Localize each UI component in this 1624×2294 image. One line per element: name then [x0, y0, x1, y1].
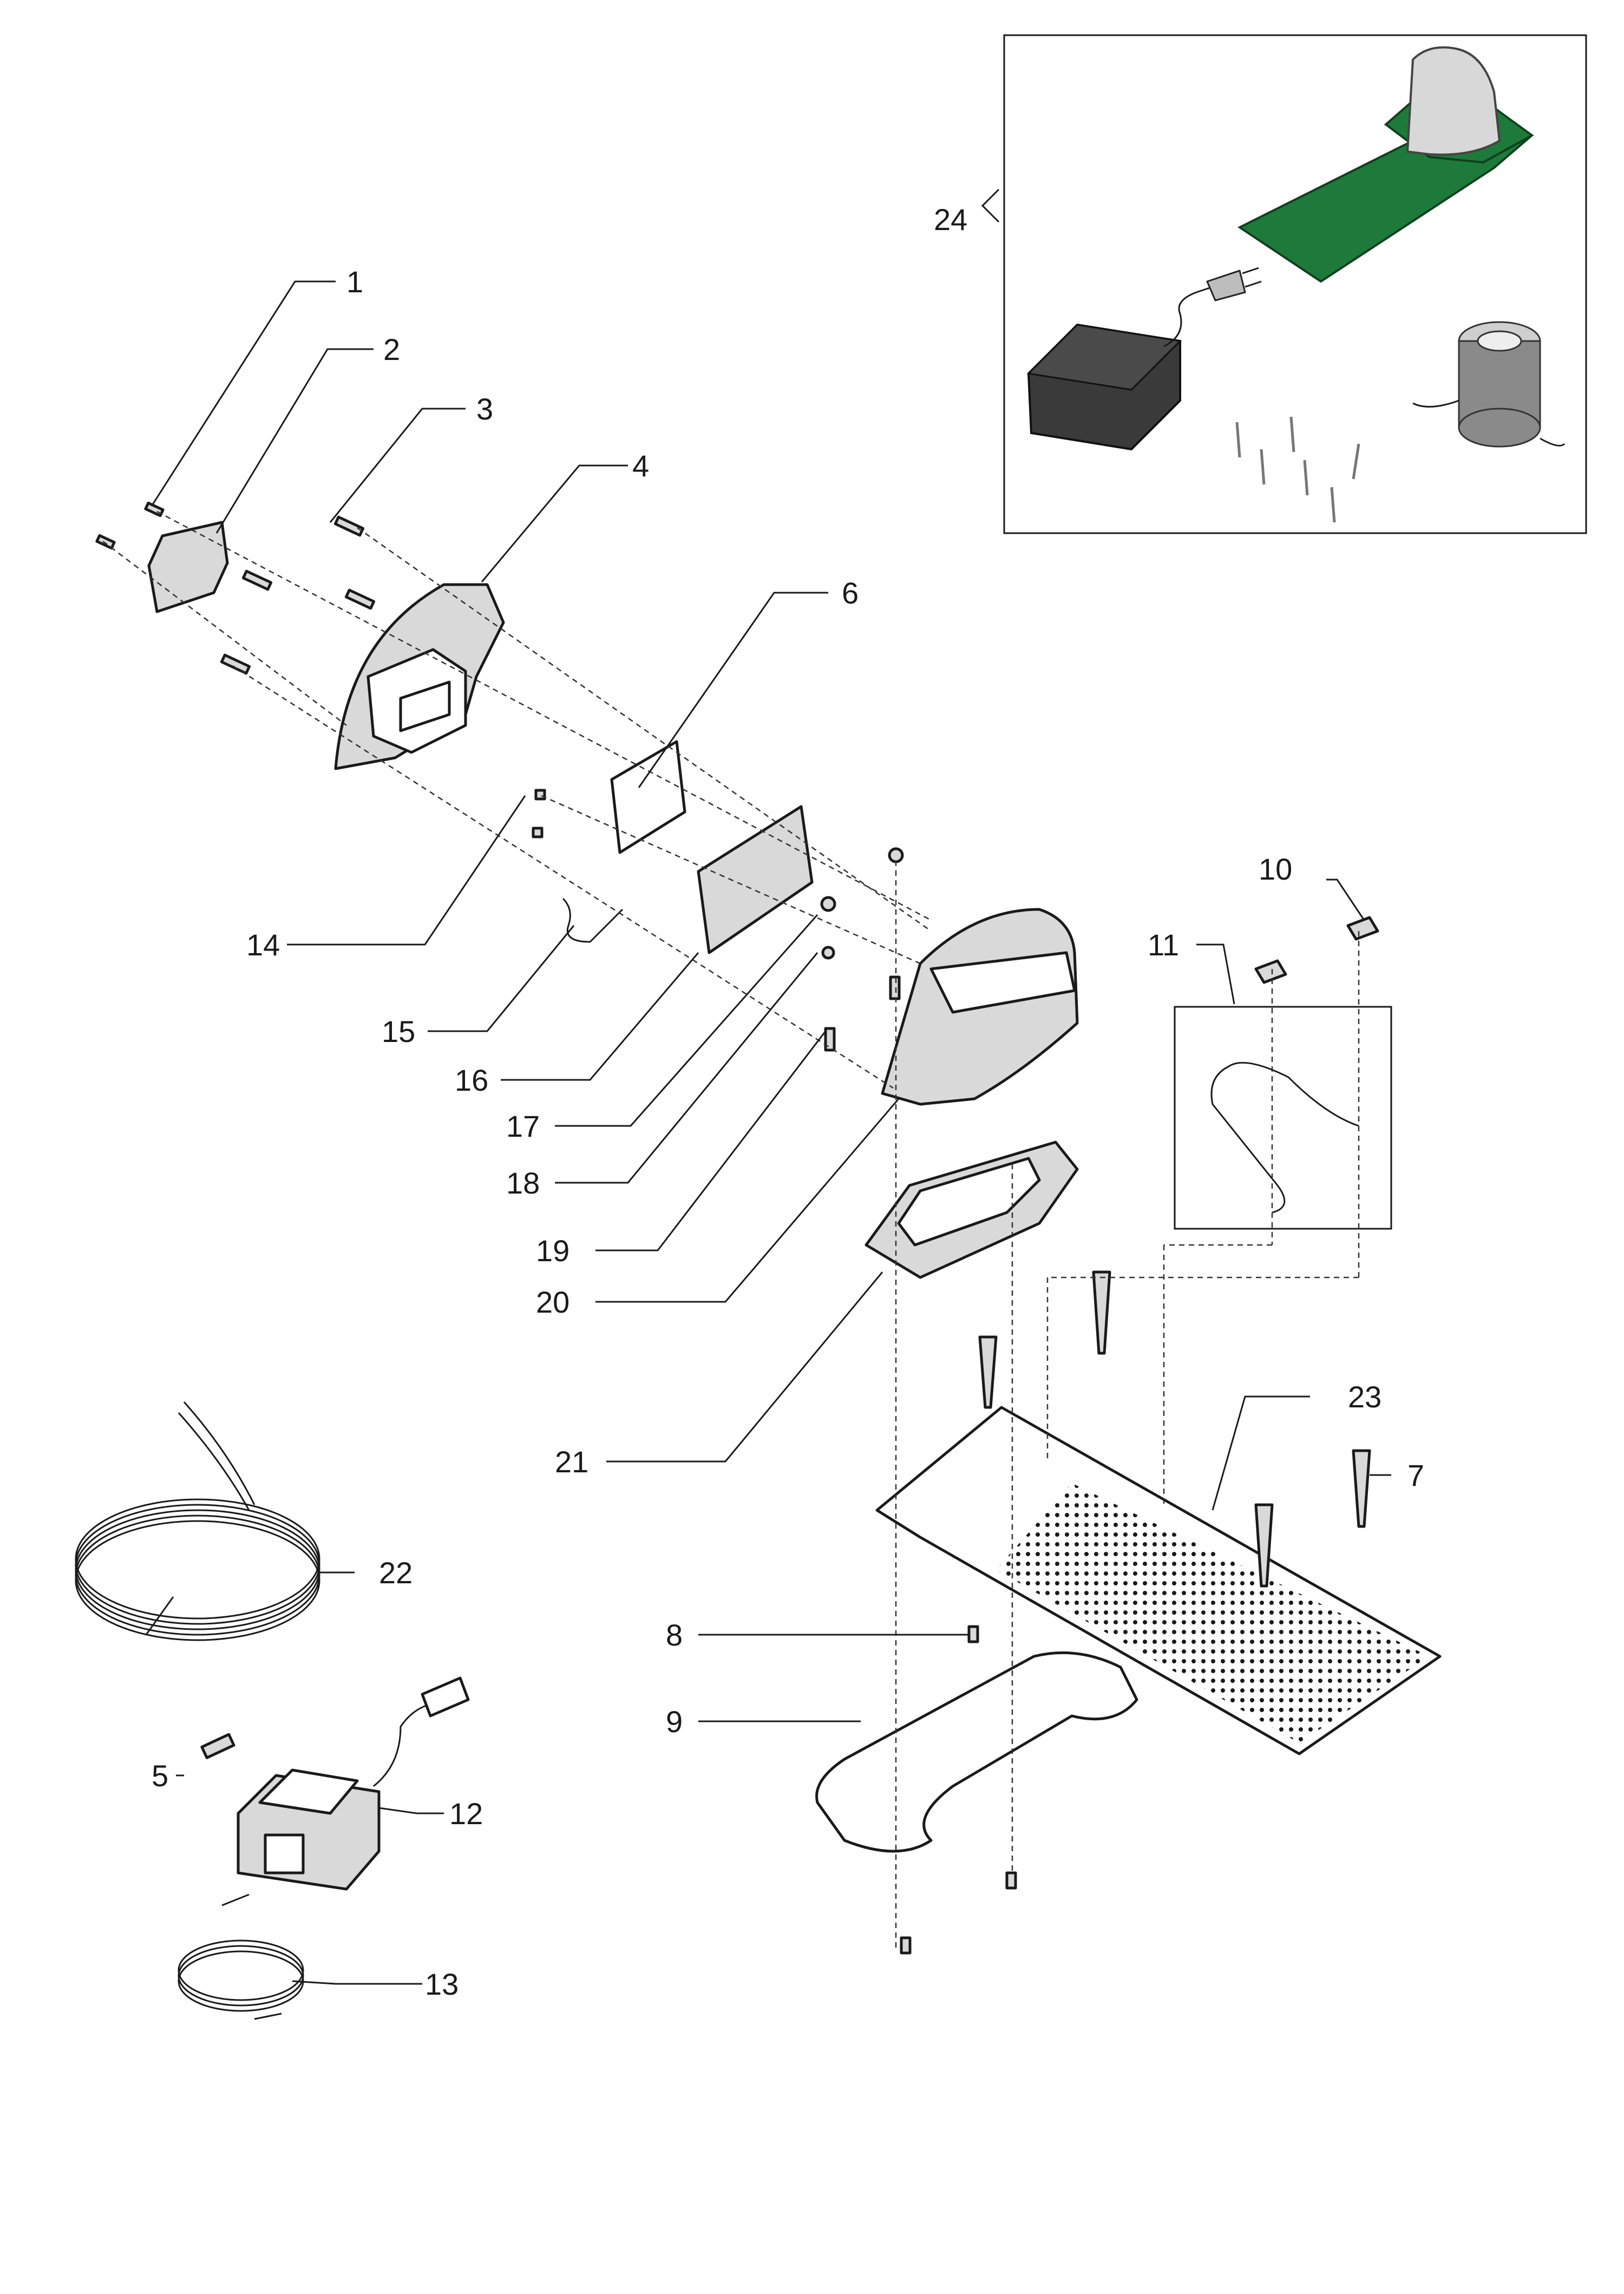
label-3: 3 — [476, 392, 493, 426]
part-10-block — [1346, 916, 1379, 941]
leader-lines — [150, 188, 1391, 1985]
part-4-rear-housing — [334, 583, 505, 770]
part-16-bracket — [697, 805, 814, 954]
part-6-pcb — [610, 740, 686, 854]
inset-charging-station — [1406, 46, 1501, 156]
part-23-base-plate — [875, 1406, 1442, 1755]
part-22-cable-coil — [75, 1401, 320, 1641]
label-5: 5 — [152, 1759, 168, 1793]
part-2-cover — [147, 521, 229, 613]
label-22: 22 — [379, 1556, 412, 1590]
label-4: 4 — [632, 449, 649, 483]
part-12-transformer — [237, 1676, 470, 1891]
label-17: 17 — [506, 1109, 540, 1143]
label-7: 7 — [1407, 1458, 1424, 1492]
part-13-thin-cable — [178, 1893, 304, 2020]
label-9: 9 — [666, 1705, 683, 1739]
callout-labels: 1 2 3 4 6 10 11 14 15 16 17 18 19 20 21 … — [152, 202, 1424, 2001]
part-11-block — [1254, 959, 1287, 984]
part-21-base-tray — [865, 1141, 1079, 1279]
label-24: 24 — [934, 202, 967, 237]
inset-wire-spool — [1412, 321, 1566, 448]
inset-plug — [1206, 270, 1246, 302]
label-6: 6 — [842, 576, 859, 610]
part-15-wire — [562, 897, 624, 943]
label-10: 10 — [1259, 852, 1292, 886]
label-16: 16 — [455, 1063, 488, 1097]
part-20-front-cover — [881, 908, 1079, 1106]
part-5-pin — [200, 1733, 235, 1759]
assembly-dashed-lines — [102, 510, 1360, 1949]
label-20: 20 — [536, 1285, 569, 1319]
label-19: 19 — [536, 1234, 569, 1268]
label-14: 14 — [246, 928, 280, 962]
small-fasteners — [532, 789, 1017, 1955]
inset-pegs — [1235, 416, 1360, 523]
label-15: 15 — [382, 1014, 415, 1048]
inset-box-kit — [1003, 34, 1587, 534]
label-8: 8 — [666, 1618, 683, 1652]
part-7-pegs — [978, 1270, 1371, 1588]
part-11-box — [1174, 1006, 1392, 1230]
label-18: 18 — [506, 1166, 540, 1200]
part-9-foot-plate — [815, 1651, 1138, 1853]
label-21: 21 — [555, 1445, 588, 1479]
screws-group-left — [95, 501, 376, 675]
label-12: 12 — [449, 1797, 483, 1831]
label-13: 13 — [425, 1967, 459, 2001]
label-11: 11 — [1148, 928, 1179, 962]
label-23: 23 — [1348, 1380, 1381, 1414]
label-2: 2 — [383, 332, 400, 366]
label-1: 1 — [346, 265, 363, 299]
